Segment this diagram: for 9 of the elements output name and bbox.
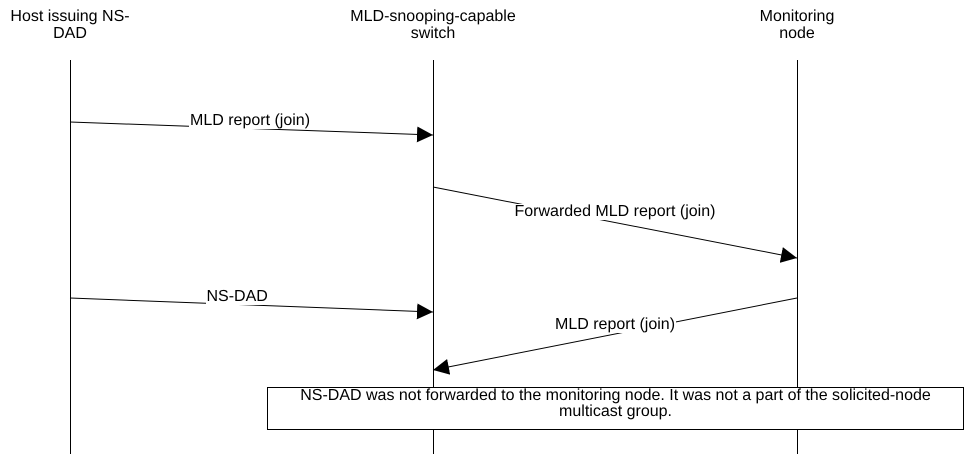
note-box: NS-DAD was not forwarded to the monitoring node. It was not a part of the solicited-node multicast group. bbox=[267, 387, 964, 430]
edge-label: NS-DAD bbox=[206, 289, 269, 305]
edge-label: MLD report (join) bbox=[554, 317, 676, 333]
participant-label: Monitoring node bbox=[758, 8, 836, 42]
message-arrow bbox=[70, 298, 434, 320]
participant-label: Host issuing NS-DAD bbox=[10, 8, 130, 42]
edge-label: MLD report (join) bbox=[189, 113, 312, 129]
participant-label: MLD-snooping-capable switch bbox=[349, 8, 517, 42]
edge-label: Forwarded MLD report (join) bbox=[514, 204, 716, 220]
